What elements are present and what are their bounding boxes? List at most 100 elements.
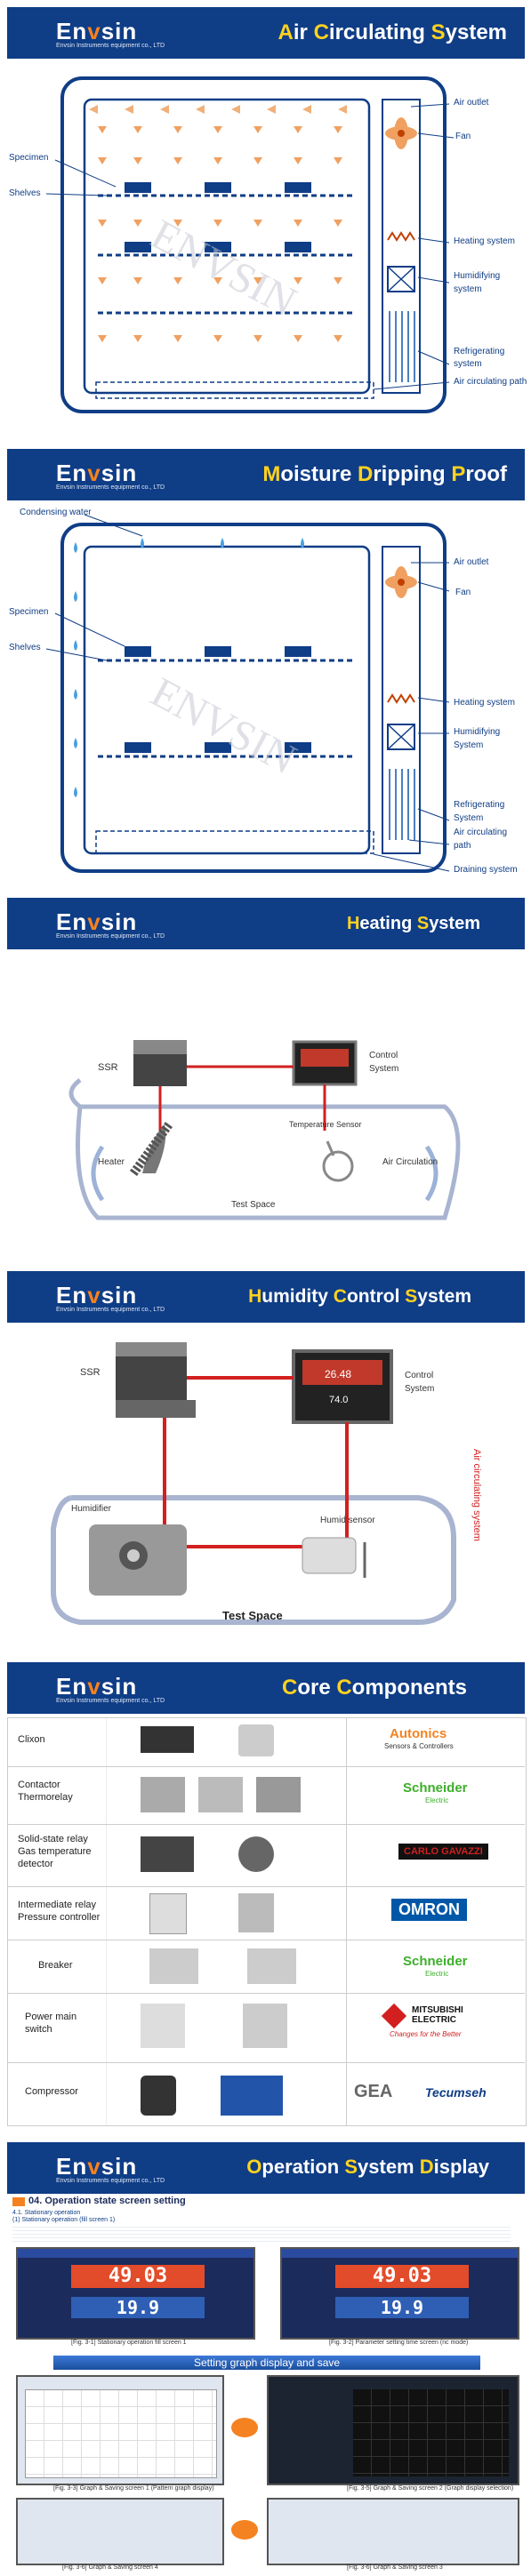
graph-screen-4 [16, 2498, 224, 2565]
humidity-section: Envsin Envsin Instruments equipment co.,… [0, 1271, 531, 1644]
brand-subtitle: Envsin Instruments equipment co., LTD [56, 484, 165, 491]
fan-icon [385, 566, 417, 598]
air-outlet-label: Air outlet [454, 557, 489, 567]
screen-fill-1: 49.03 19.9 [16, 2247, 255, 2340]
heating-icon [387, 693, 415, 704]
bullet-icon [12, 2197, 25, 2206]
control-label-2: System [369, 1064, 399, 1074]
watermark: ENVSIN [143, 668, 303, 783]
component-image [238, 1724, 274, 1756]
heater-icon [129, 1122, 173, 1176]
fan-label: Fan [455, 588, 471, 597]
humid-diagram: 26.48 74.0 [51, 1342, 456, 1625]
component-image [243, 2004, 287, 2048]
brand-sub: Changes for the Better [390, 2030, 462, 2038]
core-row-3: Intermediate relay Pressure controller O… [7, 1886, 525, 1940]
heat-diagram [68, 1040, 461, 1220]
ssr-icon [116, 1356, 187, 1400]
air-diagram: ENVSIN [45, 76, 455, 413]
air-title: Air Circulating System [278, 20, 507, 44]
heater-label: Heater [98, 1157, 125, 1167]
core-section: Envsin Envsin Instruments equipment co.,… [0, 1662, 531, 2133]
graph-banner: Setting graph display and save [53, 2356, 480, 2370]
core-row-2: Solid-state relay Gas temperature detect… [7, 1824, 525, 1887]
fig-caption: [Fig. 3-6] Graph & Saving screen 3 [347, 2564, 443, 2571]
test-space-label: Test Space [222, 1609, 283, 1622]
control-label-2: System [405, 1384, 435, 1394]
humid-readout: 19.9 [71, 2297, 205, 2318]
moist-specimens [125, 646, 311, 753]
brand-logo-schneider: Schneider [403, 1780, 468, 1796]
brand-subtitle: Envsin Instruments equipment co., LTD [56, 1307, 165, 1313]
specimen-label: Specimen [9, 607, 49, 617]
condensing-label: Condensing water [20, 508, 92, 517]
ssr-label: SSR [98, 1062, 118, 1073]
core-title: Core Components [281, 1676, 467, 1700]
brand-logo: Envsin [56, 460, 138, 486]
air-path-label-2: path [454, 841, 471, 851]
temp-readout: 49.03 [71, 2265, 205, 2288]
moisture-section: Envsin Envsin Instruments equipment co.,… [0, 449, 531, 889]
heating-label: Heating system [454, 236, 515, 246]
screen-fill-2: 49.03 19.9 [280, 2247, 519, 2340]
brand-logo: Envsin [56, 1282, 138, 1308]
brand-subtitle: Envsin Instruments equipment co., LTD [56, 43, 165, 49]
humid-sensor-icon [302, 1537, 366, 1578]
brand-logo: Envsin [56, 908, 138, 935]
mitsubishi-diamond-icon [381, 2003, 407, 2029]
heat-title: Heating System [346, 914, 480, 933]
fig-caption: [Fig. 3-3] Graph & Saving screen 1 (Patt… [53, 2485, 214, 2492]
graph-screen-2 [267, 2375, 519, 2485]
humid-sensor-label: Humid sensor [320, 1516, 375, 1525]
display-value-2: 74.0 [329, 1395, 348, 1405]
air-path-label: Air circulating path [454, 377, 527, 387]
graph-screen-3 [267, 2498, 519, 2565]
brand-logo: Envsin [56, 1673, 138, 1700]
ops-banner: Envsin Envsin Instruments equipment co.,… [7, 2142, 525, 2194]
shelves-label: Shelves [9, 643, 41, 652]
heating-label: Heating system [454, 698, 515, 708]
ops-instructions [12, 2224, 511, 2242]
refrig-label-2: System [454, 813, 484, 823]
fan-icon [385, 117, 417, 149]
air-arrows-down [98, 126, 342, 342]
moist-diagram: ENVSIN [45, 514, 450, 873]
component-image [238, 1836, 274, 1872]
brand-sub: Electric [425, 1970, 449, 1978]
component-image [247, 1948, 296, 1984]
fig-caption: [Fig. 3-5] Graph & Saving screen 2 (Grap… [347, 2485, 514, 2492]
water-drop-icons [74, 538, 304, 797]
core-row-label: Compressor [25, 2086, 78, 2097]
watermark: ENVSIN [143, 211, 303, 325]
arrow-icon [231, 2418, 258, 2437]
core-row-label: Intermediate relay Pressure controller [18, 1900, 101, 1923]
heating-icon [387, 231, 415, 242]
brand-logo-carlo-gavazzi: CARLO GAVAZZI [398, 1844, 488, 1860]
air-arrow-left [91, 1145, 105, 1202]
drain-label: Draining system [454, 865, 518, 875]
refrig-label-1: Refrigerating [454, 347, 505, 356]
core-banner: Envsin Envsin Instruments equipment co.,… [7, 1662, 525, 1714]
air-outlet-label: Air outlet [454, 98, 489, 108]
fig-caption: [Fig. 3-2] Parameter setting time screen… [329, 2340, 469, 2346]
air-arrows-top [89, 105, 347, 114]
core-row-5: Power main switch MITSUBISHI ELECTRIC Ch… [7, 1993, 525, 2063]
moist-banner: Envsin Envsin Instruments equipment co.,… [7, 449, 525, 500]
humidifier-icon [89, 1524, 187, 1596]
heat-banner: Envsin Envsin Instruments equipment co.,… [7, 898, 525, 949]
ssr-label: SSR [80, 1367, 101, 1378]
temp-sensor-label: Temperature Sensor [289, 1120, 362, 1129]
component-image [141, 1836, 194, 1872]
component-image [141, 1726, 194, 1753]
humid-label-1: Humidifying [454, 727, 501, 737]
refrig-label-2: system [454, 359, 482, 369]
brand-sub: Electric [425, 1796, 449, 1804]
core-row-label: Contactor Thermorelay [18, 1780, 73, 1803]
core-row-label: Clixon [18, 1734, 45, 1745]
ssr-icon [133, 1054, 187, 1086]
shelves-label: Shelves [9, 188, 41, 198]
brand-subtitle: Envsin Instruments equipment co., LTD [56, 933, 165, 940]
component-image [238, 1893, 274, 1932]
component-image [198, 1777, 243, 1812]
test-space-label: Test Space [231, 1200, 276, 1210]
